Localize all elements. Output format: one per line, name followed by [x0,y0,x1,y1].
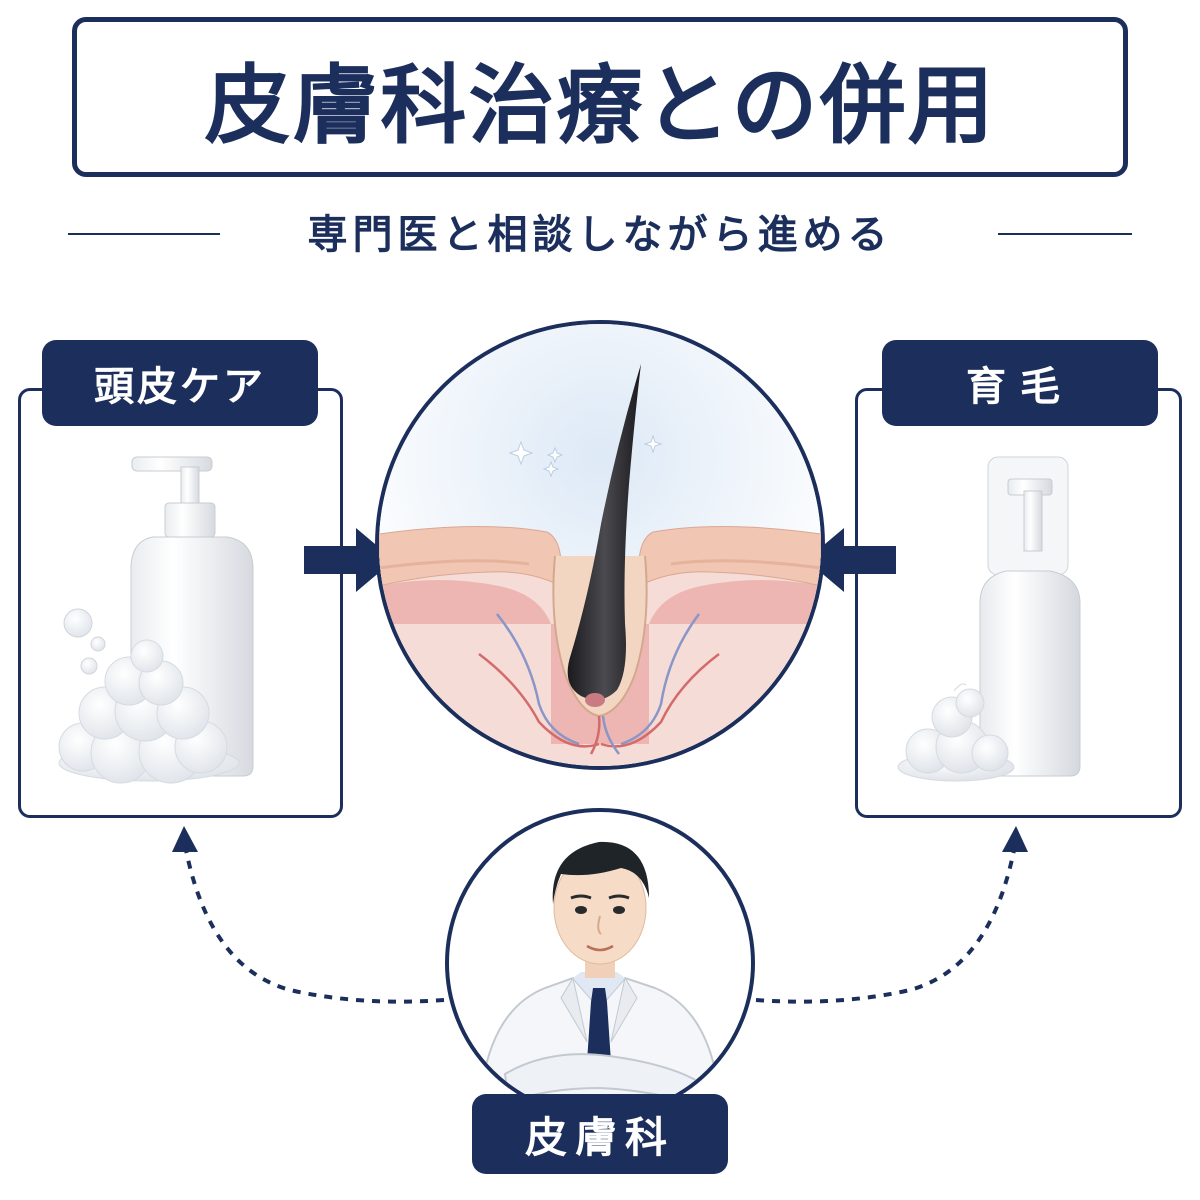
subtitle-rule-left [68,233,220,235]
scalp-care-tag: 頭皮ケア [42,340,318,426]
arrow-right-icon [304,528,394,592]
hair-follicle-cross-section-icon [379,324,821,766]
page-title: 皮膚科治療との併用 [204,55,996,156]
doctor-illustration [445,808,755,1118]
arrow-left-icon [806,528,896,592]
subtitle-rule-right [998,233,1132,235]
title-box: 皮膚科治療との併用 [72,17,1128,177]
dermatology-tag: 皮膚科 [472,1094,728,1174]
dermatologist-doctor-icon [477,841,723,1114]
pump-bottle-with-foam-icon [58,456,254,784]
subtitle: 専門医と相談しながら進める [307,212,893,258]
hair-growth-panel [855,388,1182,818]
hair-growth-tag: 育毛 [882,340,1158,426]
dashed-connector-left [184,849,445,1004]
follicle-illustration [375,320,825,770]
arrowhead-up-right-icon [1002,826,1028,852]
foam-dispenser-bottle-icon [897,456,1081,782]
dashed-connector-right [755,849,1016,1004]
arrowhead-up-left-icon [172,826,198,852]
scalp-care-panel [18,388,343,818]
